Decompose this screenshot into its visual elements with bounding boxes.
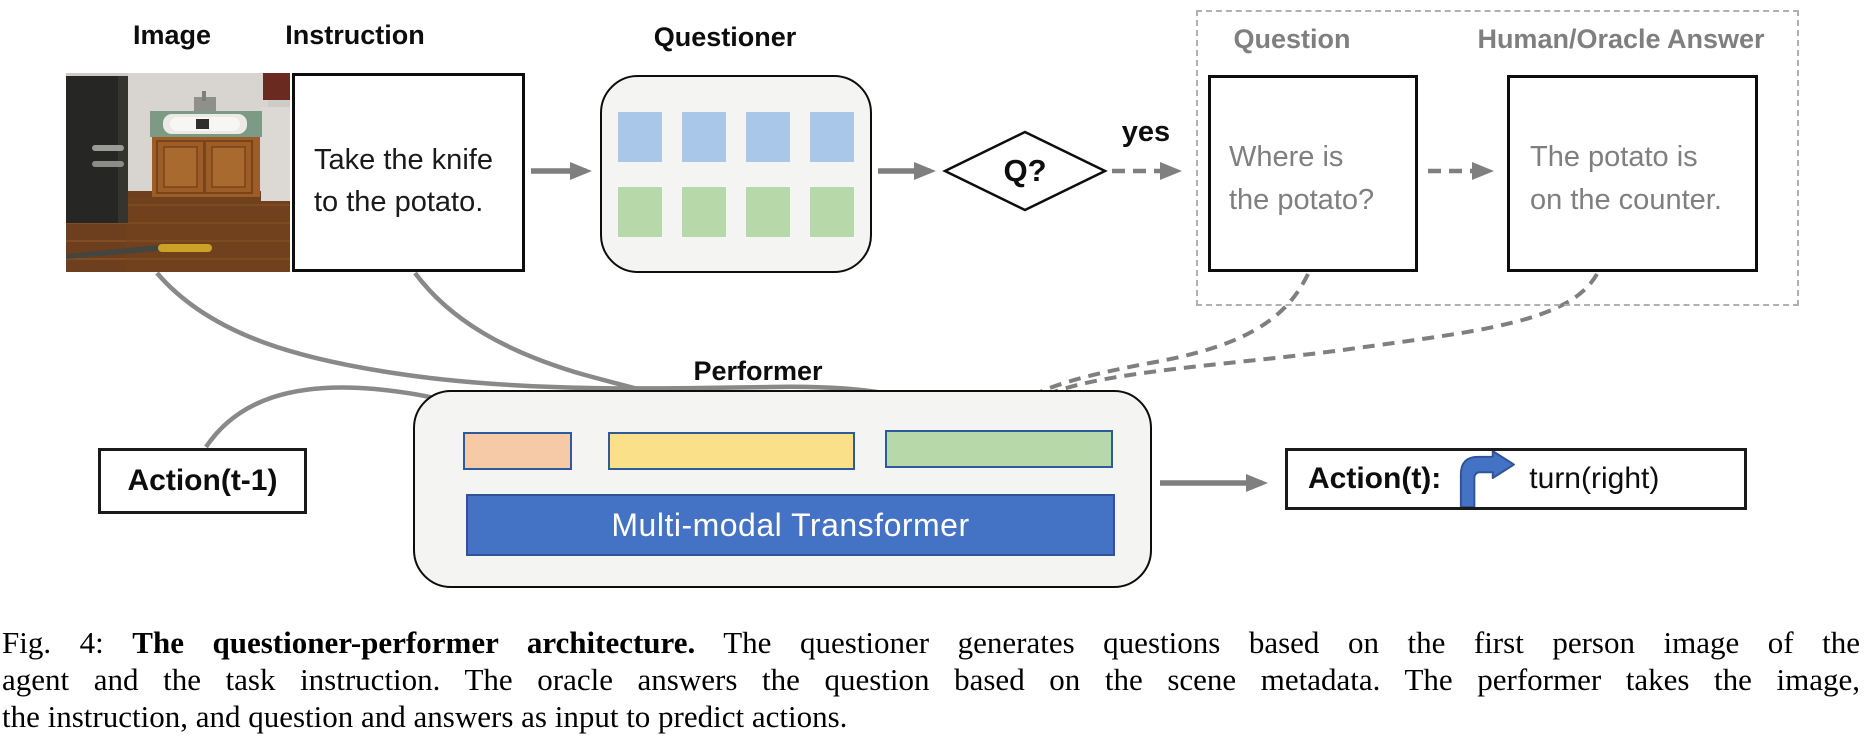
decision-text: Q? bbox=[1003, 153, 1047, 188]
question-label: Question bbox=[1233, 24, 1351, 54]
performer-label: Performer bbox=[693, 356, 823, 386]
token-block bbox=[746, 187, 790, 237]
prev-action-box: Action(t-1) bbox=[98, 448, 307, 514]
caption-line1: Fig. 4: The questioner-performer archite… bbox=[2, 624, 1860, 661]
action-embedding bbox=[463, 432, 572, 470]
next-action-value: turn(right) bbox=[1529, 462, 1660, 495]
instruction-embedding bbox=[608, 432, 855, 470]
question-text-line2: the potato? bbox=[1229, 184, 1375, 216]
image-label: Image bbox=[132, 20, 212, 50]
answer-text-line1: The potato is bbox=[1530, 141, 1698, 173]
instruction-text-line1: Take the knife bbox=[314, 144, 493, 176]
multimodal-transformer-bar: Multi-modal Transformer bbox=[466, 494, 1115, 556]
token-block bbox=[810, 112, 854, 162]
token-block bbox=[618, 112, 662, 162]
answer-label: Human/Oracle Answer bbox=[1477, 24, 1765, 54]
qa-embedding bbox=[885, 430, 1113, 468]
qa-dashed-group bbox=[1196, 10, 1799, 306]
prev-action-label: Action(t-1) bbox=[127, 464, 278, 497]
token-block bbox=[682, 112, 726, 162]
decision-yes-label: yes bbox=[1121, 116, 1171, 148]
multimodal-transformer-label: Multi-modal Transformer bbox=[611, 506, 970, 543]
instruction-text-line2: to the potato. bbox=[314, 186, 484, 218]
caption-title: The questioner-performer architecture. bbox=[132, 625, 696, 660]
first-person-image bbox=[66, 73, 290, 272]
caption-line1-rest: The questioner generates questions based… bbox=[723, 625, 1861, 660]
token-block bbox=[810, 187, 854, 237]
next-action-label: Action(t): bbox=[1308, 462, 1442, 495]
questioner-label: Questioner bbox=[653, 22, 797, 52]
figure-caption: Fig. 4: The questioner-performer archite… bbox=[2, 624, 1860, 735]
question-box: Where is the potato? bbox=[1208, 75, 1418, 272]
next-action-box: Action(t): turn(right) bbox=[1285, 448, 1747, 510]
caption-line3: the instruction, and question and answer… bbox=[2, 699, 848, 734]
token-block bbox=[618, 187, 662, 237]
caption-line2: agent and the task instruction. The orac… bbox=[2, 662, 1860, 697]
question-text-line1: Where is bbox=[1229, 141, 1344, 173]
instruction-box: Take the knife to the potato. bbox=[292, 73, 525, 272]
answer-text-line2: on the counter. bbox=[1530, 184, 1722, 216]
turn-right-icon bbox=[1460, 451, 1516, 507]
caption-fig-label: Fig. 4: bbox=[2, 625, 104, 660]
instruction-label: Instruction bbox=[285, 20, 425, 50]
questioner-box bbox=[600, 75, 872, 273]
token-block bbox=[746, 112, 790, 162]
token-block bbox=[682, 187, 726, 237]
performer-box bbox=[413, 390, 1152, 588]
answer-box: The potato is on the counter. bbox=[1507, 75, 1758, 272]
